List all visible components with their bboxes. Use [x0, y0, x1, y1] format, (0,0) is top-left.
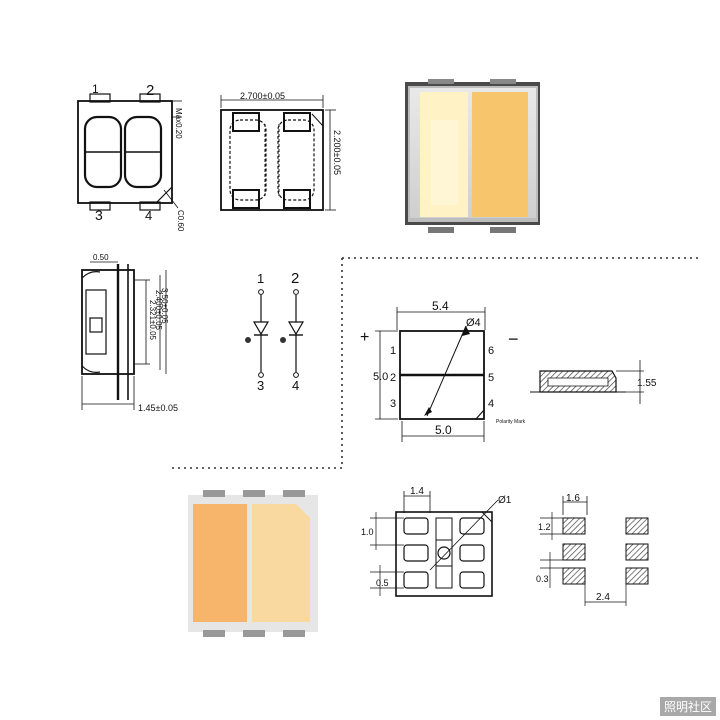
pin-5054-5: 5 [488, 372, 494, 384]
dim-pad-gap: 0.5 [376, 578, 389, 588]
dim-fp-width: 1.6 [566, 493, 580, 504]
pin-5054-2: 2 [390, 372, 396, 384]
dim-side-c: 3.50±0.05 [160, 288, 169, 324]
pin-5054-4: 4 [488, 398, 494, 410]
dim-corner: C0.60 [176, 210, 185, 232]
pin-label-1: 1 [92, 82, 99, 96]
led-photo-2835 [405, 79, 540, 233]
diode-schematic: 1 2 3 4 [245, 270, 305, 393]
dim-bottom-width-5054: 5.0 [435, 423, 452, 437]
dim-fp-gap: 0.3 [536, 574, 549, 584]
dim-width-2835: 2.700±0.05 [240, 91, 285, 101]
pin-5054-1: 1 [390, 345, 396, 357]
side-view-2835: 0.50 2.321±0.05 2.400±0.05 3.50±0.05 1.4… [81, 253, 178, 413]
bottom-view-2835: 2.700±0.05 2.200±0.05 [220, 91, 342, 211]
dim-circle: Ø1 [498, 495, 512, 506]
dim-top-small: Max0.20 [174, 108, 183, 139]
dim-pad-width: 1.4 [410, 486, 424, 497]
dim-fp-pitch: 2.4 [596, 592, 610, 603]
led-photo-5054 [188, 490, 318, 637]
dim-height-5054: 5.0 [373, 371, 388, 383]
dim-side-b: 2.321±0.05 [148, 300, 157, 341]
footprint-pattern: 1.6 1.2 0.3 2.4 [536, 493, 649, 606]
watermark: 照明社区 [659, 697, 716, 716]
polarity-note: Polarity Mark [496, 419, 526, 425]
pin-label-3: 3 [95, 207, 103, 223]
bottom-view-5054: 1.4 Ø1 1.0 0.5 [361, 486, 512, 597]
dim-fp-height: 1.2 [538, 522, 551, 532]
dim-side-width: 1.45±0.05 [138, 403, 178, 413]
pin-label-4: 4 [145, 208, 152, 223]
section-divider [172, 257, 700, 469]
dim-top-width-5054: 5.4 [432, 299, 449, 313]
top-view-2835: 1 2 3 4 Max0.20 C0.60 [77, 82, 185, 232]
schem-label-2: 2 [291, 270, 299, 287]
side-view-5054: 1.55 [530, 360, 657, 404]
schem-label-3: 3 [257, 378, 264, 393]
schem-label-1: 1 [257, 271, 264, 286]
minus-mark: − [508, 329, 519, 349]
pin-5054-3: 3 [390, 398, 396, 410]
dim-thickness-5054: 1.55 [637, 378, 657, 389]
pin-label-2: 2 [146, 82, 154, 99]
dim-pad-height: 1.0 [361, 527, 374, 537]
plus-mark: + [360, 329, 369, 346]
dim-side-top: 0.50 [93, 253, 109, 262]
top-view-5054: 5.4 + − Ø4 1 2 3 6 5 4 5.0 5.0 Polarity … [360, 299, 526, 442]
dim-diameter-5054: Ø4 [466, 317, 481, 329]
pin-5054-6: 6 [488, 345, 494, 357]
dim-height-2835: 2.200±0.05 [332, 130, 342, 175]
schem-label-4: 4 [292, 378, 299, 393]
dim-side-a: 2.400±0.05 [154, 290, 163, 331]
